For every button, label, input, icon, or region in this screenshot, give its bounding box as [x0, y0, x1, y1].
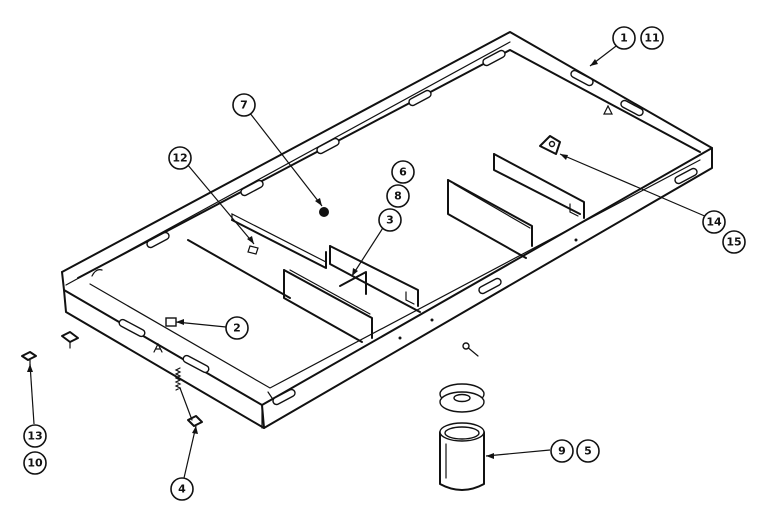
callout-6: 6: [391, 160, 415, 184]
tray-hardware: [153, 135, 578, 357]
rim-slots: [91, 49, 698, 406]
callout-5: 5: [576, 439, 600, 463]
callout-8: 8: [386, 184, 410, 208]
callout-9: 9: [550, 439, 574, 463]
drip-tray: [61, 31, 713, 429]
jar-assembly: [439, 383, 485, 491]
callout-12-label: 12: [172, 152, 187, 165]
loose-fasteners: [21, 331, 203, 427]
callout-12: 12: [168, 146, 192, 170]
callout-3-label: 3: [386, 214, 394, 227]
callout-13: 13: [23, 424, 47, 448]
leader-lines: [27, 39, 715, 479]
callout-10-label: 10: [27, 457, 43, 470]
callout-7-label: 7: [240, 99, 248, 112]
callout-1: 1: [612, 26, 636, 50]
callout-5-label: 5: [584, 445, 592, 458]
callout-13-label: 13: [27, 430, 42, 443]
callout-6-label: 6: [399, 166, 407, 179]
callout-14: 14: [702, 210, 726, 234]
callout-10: 10: [23, 451, 47, 475]
callout-7: 7: [232, 93, 256, 117]
callout-11: 11: [640, 26, 664, 50]
callout-15: 15: [722, 230, 746, 254]
callout-2: 2: [225, 316, 249, 340]
callout-3: 3: [378, 208, 402, 232]
callout-1-label: 1: [620, 32, 628, 45]
callout-14-label: 14: [706, 216, 722, 229]
callout-4-label: 4: [178, 483, 186, 496]
interior-baffles: [187, 153, 585, 343]
callout-2-label: 2: [233, 322, 241, 335]
callout-9-label: 9: [558, 445, 566, 458]
callout-11-label: 11: [644, 32, 659, 45]
callout-4: 4: [170, 477, 194, 501]
callout-15-label: 15: [726, 236, 741, 249]
callout-8-label: 8: [394, 190, 402, 203]
